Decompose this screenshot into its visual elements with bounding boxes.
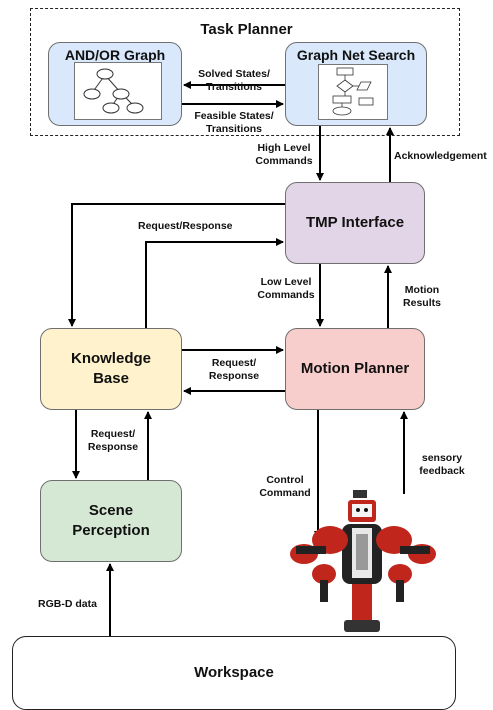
control-command-label: Control Command xyxy=(259,474,311,499)
motion-planner-label: Motion Planner xyxy=(300,360,410,377)
tmp-interface-label: TMP Interface xyxy=(305,214,405,231)
kb-to-tmp-arrow xyxy=(145,238,284,328)
low-level-commands-label: Low Level Commands xyxy=(257,276,315,301)
tmp-interface-box[interactable]: TMP Interface xyxy=(285,182,425,264)
tmp-to-kb-arrow xyxy=(68,203,285,327)
sensory-feedback-label: sensory feedback xyxy=(419,452,465,477)
robot-image xyxy=(290,488,440,636)
feasible-states-label: Feasible States/ Transitions xyxy=(194,110,274,135)
request-response-left-label: Request/ Response xyxy=(87,428,139,453)
request-response-top-label: Request/Response xyxy=(138,220,233,232)
motion-planner-box[interactable]: Motion Planner xyxy=(285,328,425,410)
task-planner-title: Task Planner xyxy=(200,21,293,38)
acknowledgement-label: Acknowledgement xyxy=(394,150,487,162)
scene-perception-label: Scene Perception xyxy=(72,502,150,539)
workspace-label: Workspace xyxy=(194,664,274,681)
graph-net-search-label: Graph Net Search xyxy=(296,47,416,63)
knowledge-base-label: Knowledge Base xyxy=(70,350,151,387)
high-level-commands-label: High Level Commands xyxy=(255,142,313,167)
rgbd-data-label: RGB-D data xyxy=(38,598,97,610)
request-response-mid-label: Request/ Response xyxy=(208,357,260,382)
motion-results-label: Motion Results xyxy=(403,284,441,309)
knowledge-base-box[interactable]: Knowledge Base xyxy=(40,328,182,410)
flowchart-icon xyxy=(318,64,388,120)
task-planner-container xyxy=(30,8,460,136)
workspace-box[interactable]: Workspace xyxy=(12,636,456,710)
and-or-graph-icon xyxy=(74,62,162,120)
scene-perception-box[interactable]: Scene Perception xyxy=(40,480,182,562)
and-or-graph-label: AND/OR Graph xyxy=(64,47,166,63)
solved-states-label: Solved States/ Transitions xyxy=(198,68,270,93)
